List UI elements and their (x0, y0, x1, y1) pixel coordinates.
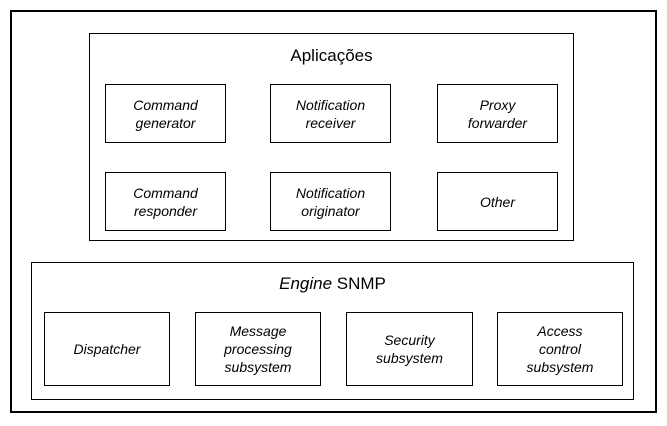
snmp-engine-container: Engine SNMP Dispatcher Message processin… (31, 262, 634, 400)
dispatcher-label: Dispatcher (74, 340, 141, 358)
message-processing-box: Message processing subsystem (195, 312, 321, 386)
access-control-label: Access control subsystem (527, 322, 594, 376)
command-responder-label: Command responder (133, 184, 198, 220)
applications-title: Aplicações (90, 46, 573, 66)
proxy-forwarder-box: Proxy forwarder (437, 84, 558, 143)
access-control-box: Access control subsystem (497, 312, 623, 386)
other-label: Other (480, 193, 515, 211)
notification-originator-box: Notification originator (270, 172, 391, 231)
proxy-forwarder-label: Proxy forwarder (468, 96, 527, 132)
engine-title-italic: Engine (279, 274, 332, 293)
security-subsystem-box: Security subsystem (346, 312, 473, 386)
dispatcher-box: Dispatcher (44, 312, 170, 386)
notification-receiver-box: Notification receiver (270, 84, 391, 143)
applications-container: Aplicações Command generator Notificatio… (89, 33, 574, 241)
engine-title-rest: SNMP (332, 274, 386, 293)
other-box: Other (437, 172, 558, 231)
command-generator-label: Command generator (133, 96, 198, 132)
message-processing-label: Message processing subsystem (224, 322, 292, 376)
engine-title: Engine SNMP (32, 274, 633, 294)
command-responder-box: Command responder (105, 172, 226, 231)
notification-receiver-label: Notification receiver (296, 96, 365, 132)
command-generator-box: Command generator (105, 84, 226, 143)
security-subsystem-label: Security subsystem (376, 331, 443, 367)
notification-originator-label: Notification originator (296, 184, 365, 220)
